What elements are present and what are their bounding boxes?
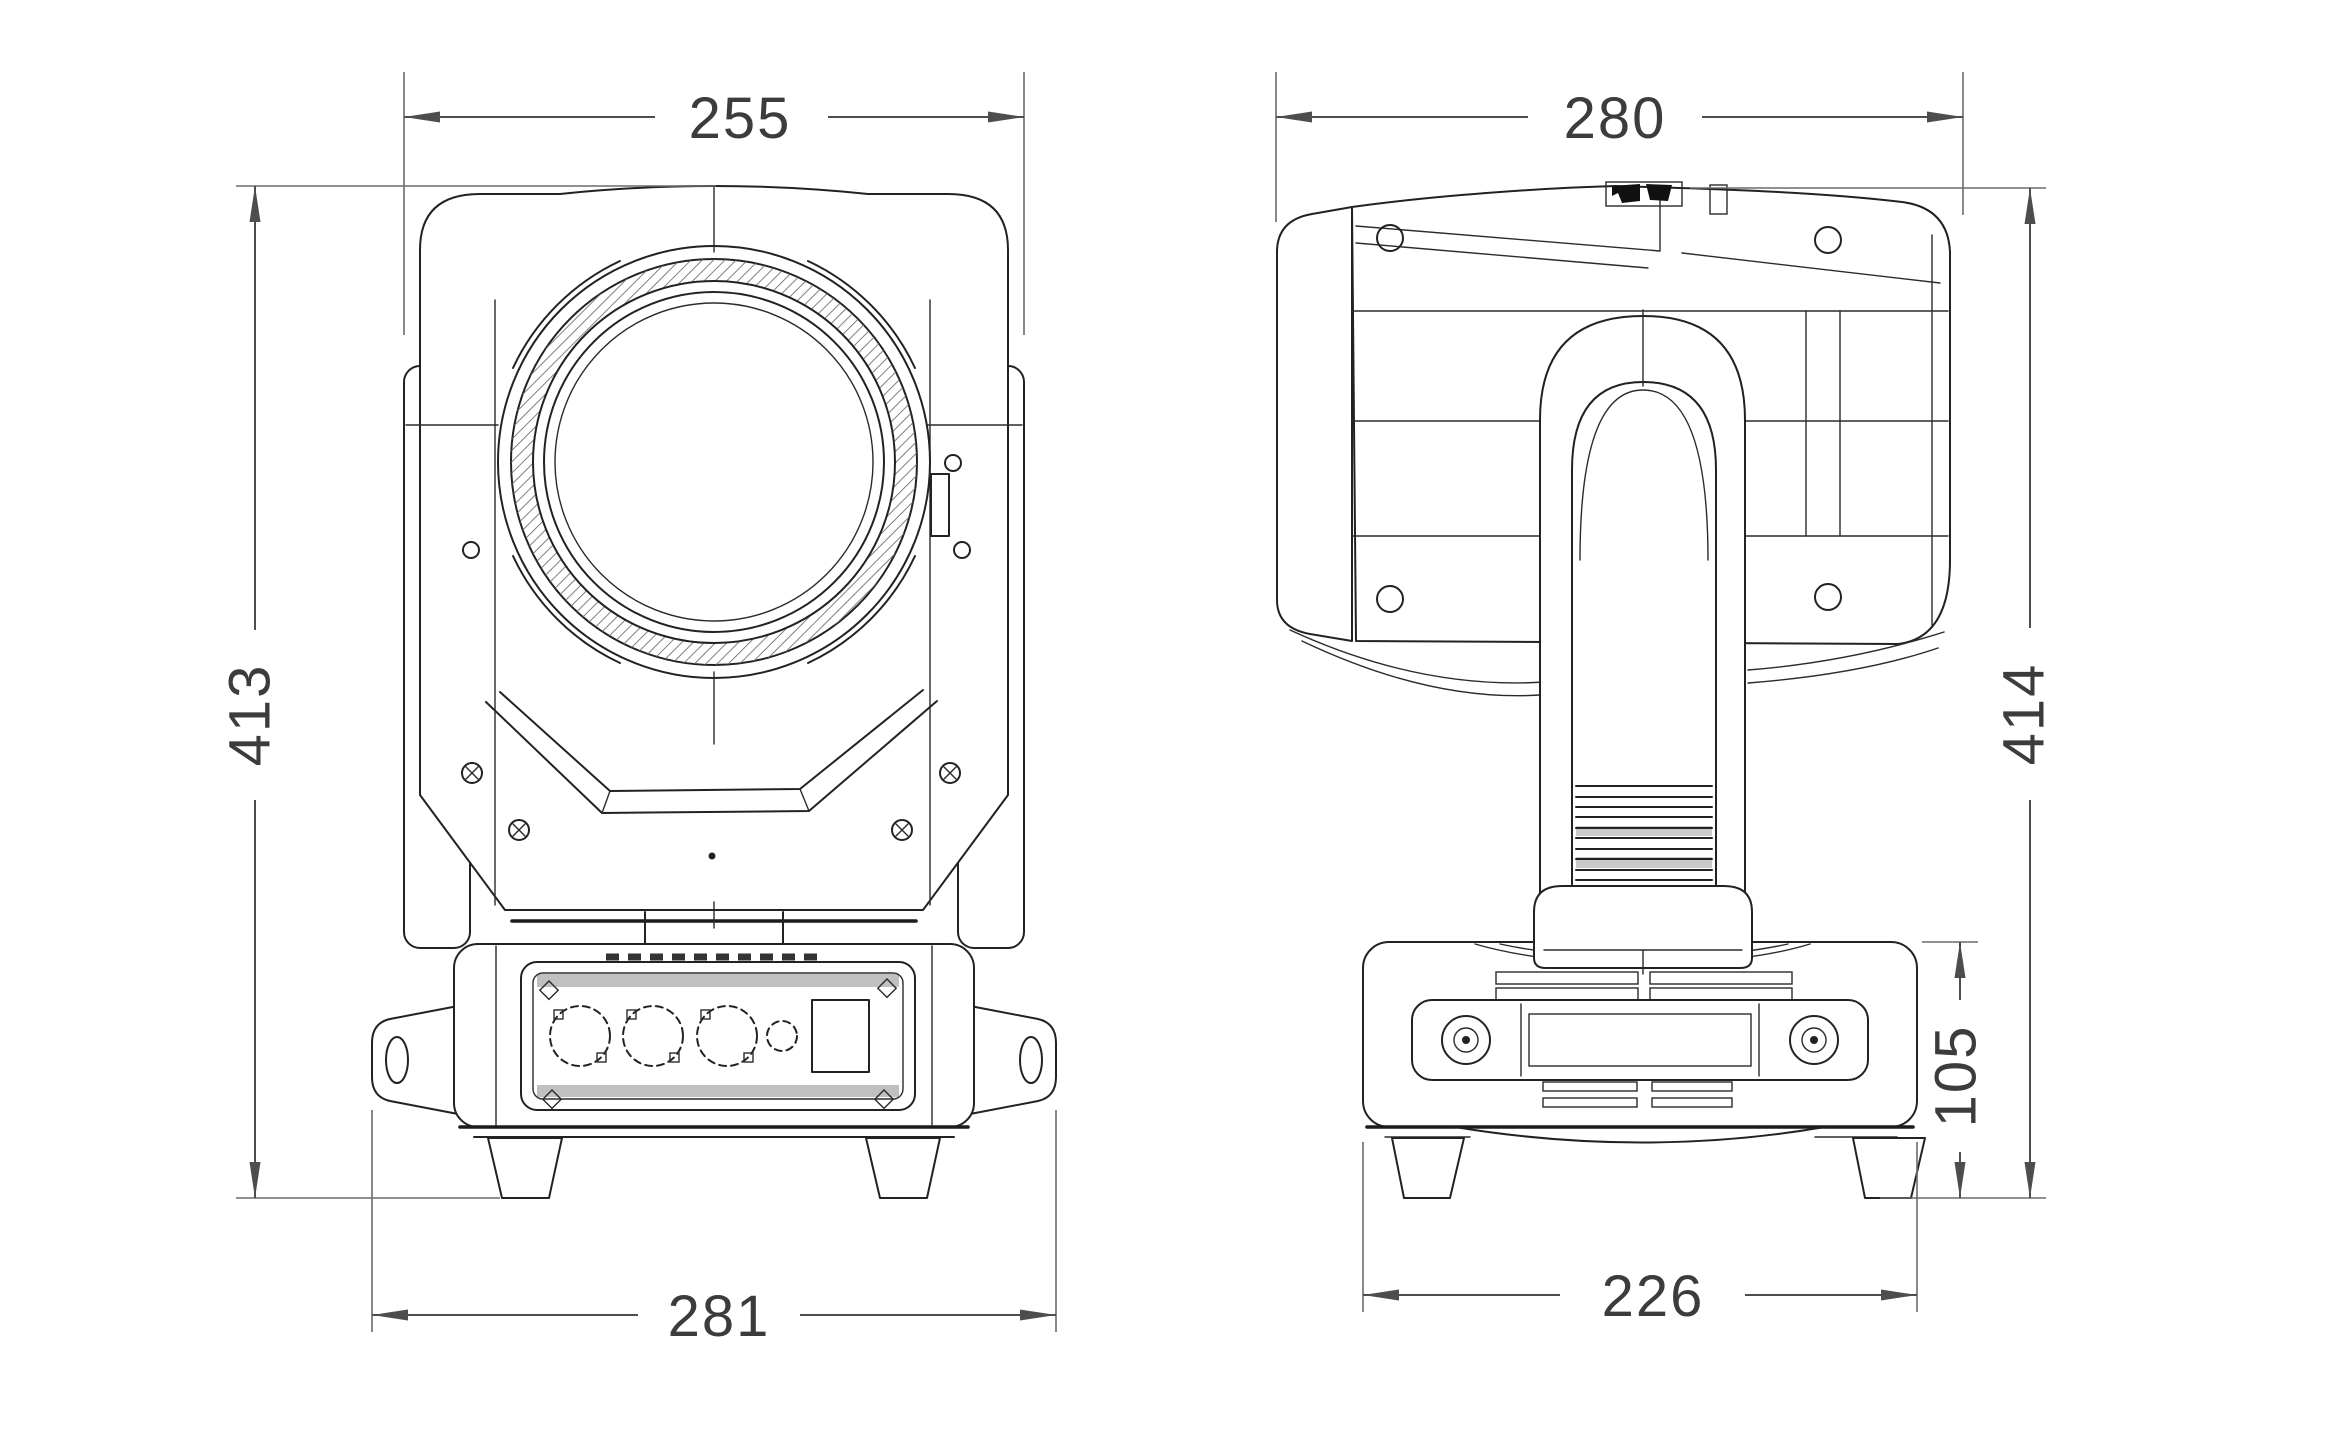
front-left-side-screw bbox=[462, 541, 480, 559]
side-lens-bezel bbox=[1276, 206, 1353, 642]
side-top-display-notch bbox=[1605, 181, 1728, 215]
front-left-foot bbox=[487, 1137, 563, 1199]
front-chevron-trim bbox=[485, 689, 938, 814]
dim-label-front-width: 255 bbox=[689, 86, 792, 151]
dimension-side-base-height: 105 bbox=[1922, 941, 1989, 1198]
handle-grip bbox=[1528, 1013, 1752, 1067]
xlr-connector-1 bbox=[549, 1005, 611, 1067]
latch-bracket bbox=[930, 473, 950, 537]
front-lens-assembly bbox=[497, 185, 931, 745]
lens-clamp-tab-bottom-left bbox=[512, 555, 621, 664]
lens-ring-3 bbox=[532, 280, 896, 644]
lens-rim bbox=[543, 291, 885, 633]
panel-screw-top-right bbox=[876, 978, 898, 999]
side-head-bottom-seams bbox=[1289, 629, 1945, 697]
base-carry-handle bbox=[1411, 999, 1869, 1081]
handle-knob-left bbox=[1441, 1015, 1491, 1065]
chevron-right-elbow bbox=[799, 788, 810, 812]
connector-panel-bottom-band bbox=[537, 1085, 899, 1097]
xlr-connector-2 bbox=[622, 1005, 684, 1067]
lens-clamp-tab-bottom-right bbox=[807, 555, 916, 664]
side-head-screw-bottom-left bbox=[1376, 585, 1404, 613]
front-head-body bbox=[419, 185, 1009, 911]
side-view bbox=[1276, 181, 1951, 1199]
chevron-upper-line bbox=[499, 689, 924, 792]
connector-panel-top-band bbox=[537, 974, 899, 987]
power-connector bbox=[811, 999, 870, 1073]
dim-label-side-depth: 280 bbox=[1564, 86, 1667, 151]
front-right-foot bbox=[865, 1137, 941, 1199]
dim-label-front-height: 413 bbox=[218, 664, 283, 767]
dim-label-side-base-depth: 226 bbox=[1602, 1264, 1705, 1329]
chevron-lower-line bbox=[485, 700, 938, 814]
dim-label-side-height: 414 bbox=[1992, 663, 2057, 766]
dimension-side-depth: 280 bbox=[1275, 72, 1964, 222]
lens-glass-edge bbox=[554, 302, 874, 622]
dimension-front-height: 413 bbox=[218, 185, 716, 1199]
side-right-foot bbox=[1852, 1137, 1926, 1199]
head-screw bbox=[891, 819, 913, 841]
head-screw bbox=[939, 762, 961, 784]
connector-panel bbox=[520, 961, 916, 1111]
front-head-screws bbox=[461, 762, 961, 841]
lens-clamp-tab-top-left bbox=[512, 260, 621, 369]
right-hanging-bracket bbox=[969, 1005, 1057, 1115]
front-view bbox=[371, 185, 1057, 1199]
side-base-bottom-cover bbox=[1454, 1126, 1826, 1144]
side-head-screw-top-right bbox=[1814, 226, 1842, 254]
yoke-arm-inner-echo bbox=[1579, 389, 1709, 561]
panel-screw-top-left bbox=[538, 980, 560, 1001]
side-top-latch bbox=[1709, 184, 1728, 215]
front-right-side-screw bbox=[953, 541, 971, 559]
connector-panel-inner-frame bbox=[532, 972, 904, 1100]
dimension-front-width: 255 bbox=[403, 72, 1025, 335]
handle-frame bbox=[1411, 999, 1869, 1081]
connector-panel-frame bbox=[520, 961, 916, 1111]
lens-clamp-tab-top-right bbox=[807, 260, 916, 369]
side-left-foot bbox=[1391, 1137, 1465, 1199]
head-screw bbox=[461, 762, 483, 784]
dim-label-front-base-width: 281 bbox=[668, 1284, 771, 1349]
right-bracket-slot bbox=[1019, 1036, 1043, 1084]
head-screw bbox=[508, 819, 530, 841]
handle-knob-right bbox=[1789, 1015, 1839, 1065]
side-head-screw-bottom-right bbox=[1814, 583, 1842, 611]
dimension-side-height: 414 bbox=[1690, 187, 2057, 1199]
chevron-left-elbow bbox=[601, 790, 611, 814]
yoke-shoulder bbox=[1533, 885, 1753, 969]
base-vent-slots-side bbox=[1542, 1081, 1733, 1108]
xlr-connector-3 bbox=[696, 1005, 758, 1067]
yoke-arm-fill bbox=[1540, 316, 1745, 905]
latch-knob bbox=[944, 454, 962, 472]
left-hanging-bracket bbox=[371, 1005, 459, 1115]
left-bracket-slot bbox=[385, 1036, 409, 1084]
dimension-side-base-depth: 226 bbox=[1362, 1142, 1918, 1329]
side-head-screw-top-left bbox=[1376, 224, 1404, 252]
front-base bbox=[453, 943, 975, 1138]
side-yoke-arm bbox=[1539, 309, 1746, 906]
side-head-top-cover-seams bbox=[1355, 199, 1941, 284]
yoke-rib-grips bbox=[1575, 785, 1713, 881]
front-pilot-dot bbox=[708, 852, 716, 860]
fuse-holder bbox=[766, 1020, 798, 1052]
panel-screw-bottom-left bbox=[541, 1089, 563, 1110]
dimension-front-base-width: 281 bbox=[371, 1110, 1057, 1349]
panel-screw-bottom-right bbox=[873, 1089, 895, 1110]
front-hanging-brackets bbox=[371, 1005, 1057, 1115]
dim-label-side-base-height: 105 bbox=[1924, 1025, 1989, 1128]
side-base bbox=[1362, 885, 1918, 1144]
front-side-latch bbox=[930, 454, 962, 537]
